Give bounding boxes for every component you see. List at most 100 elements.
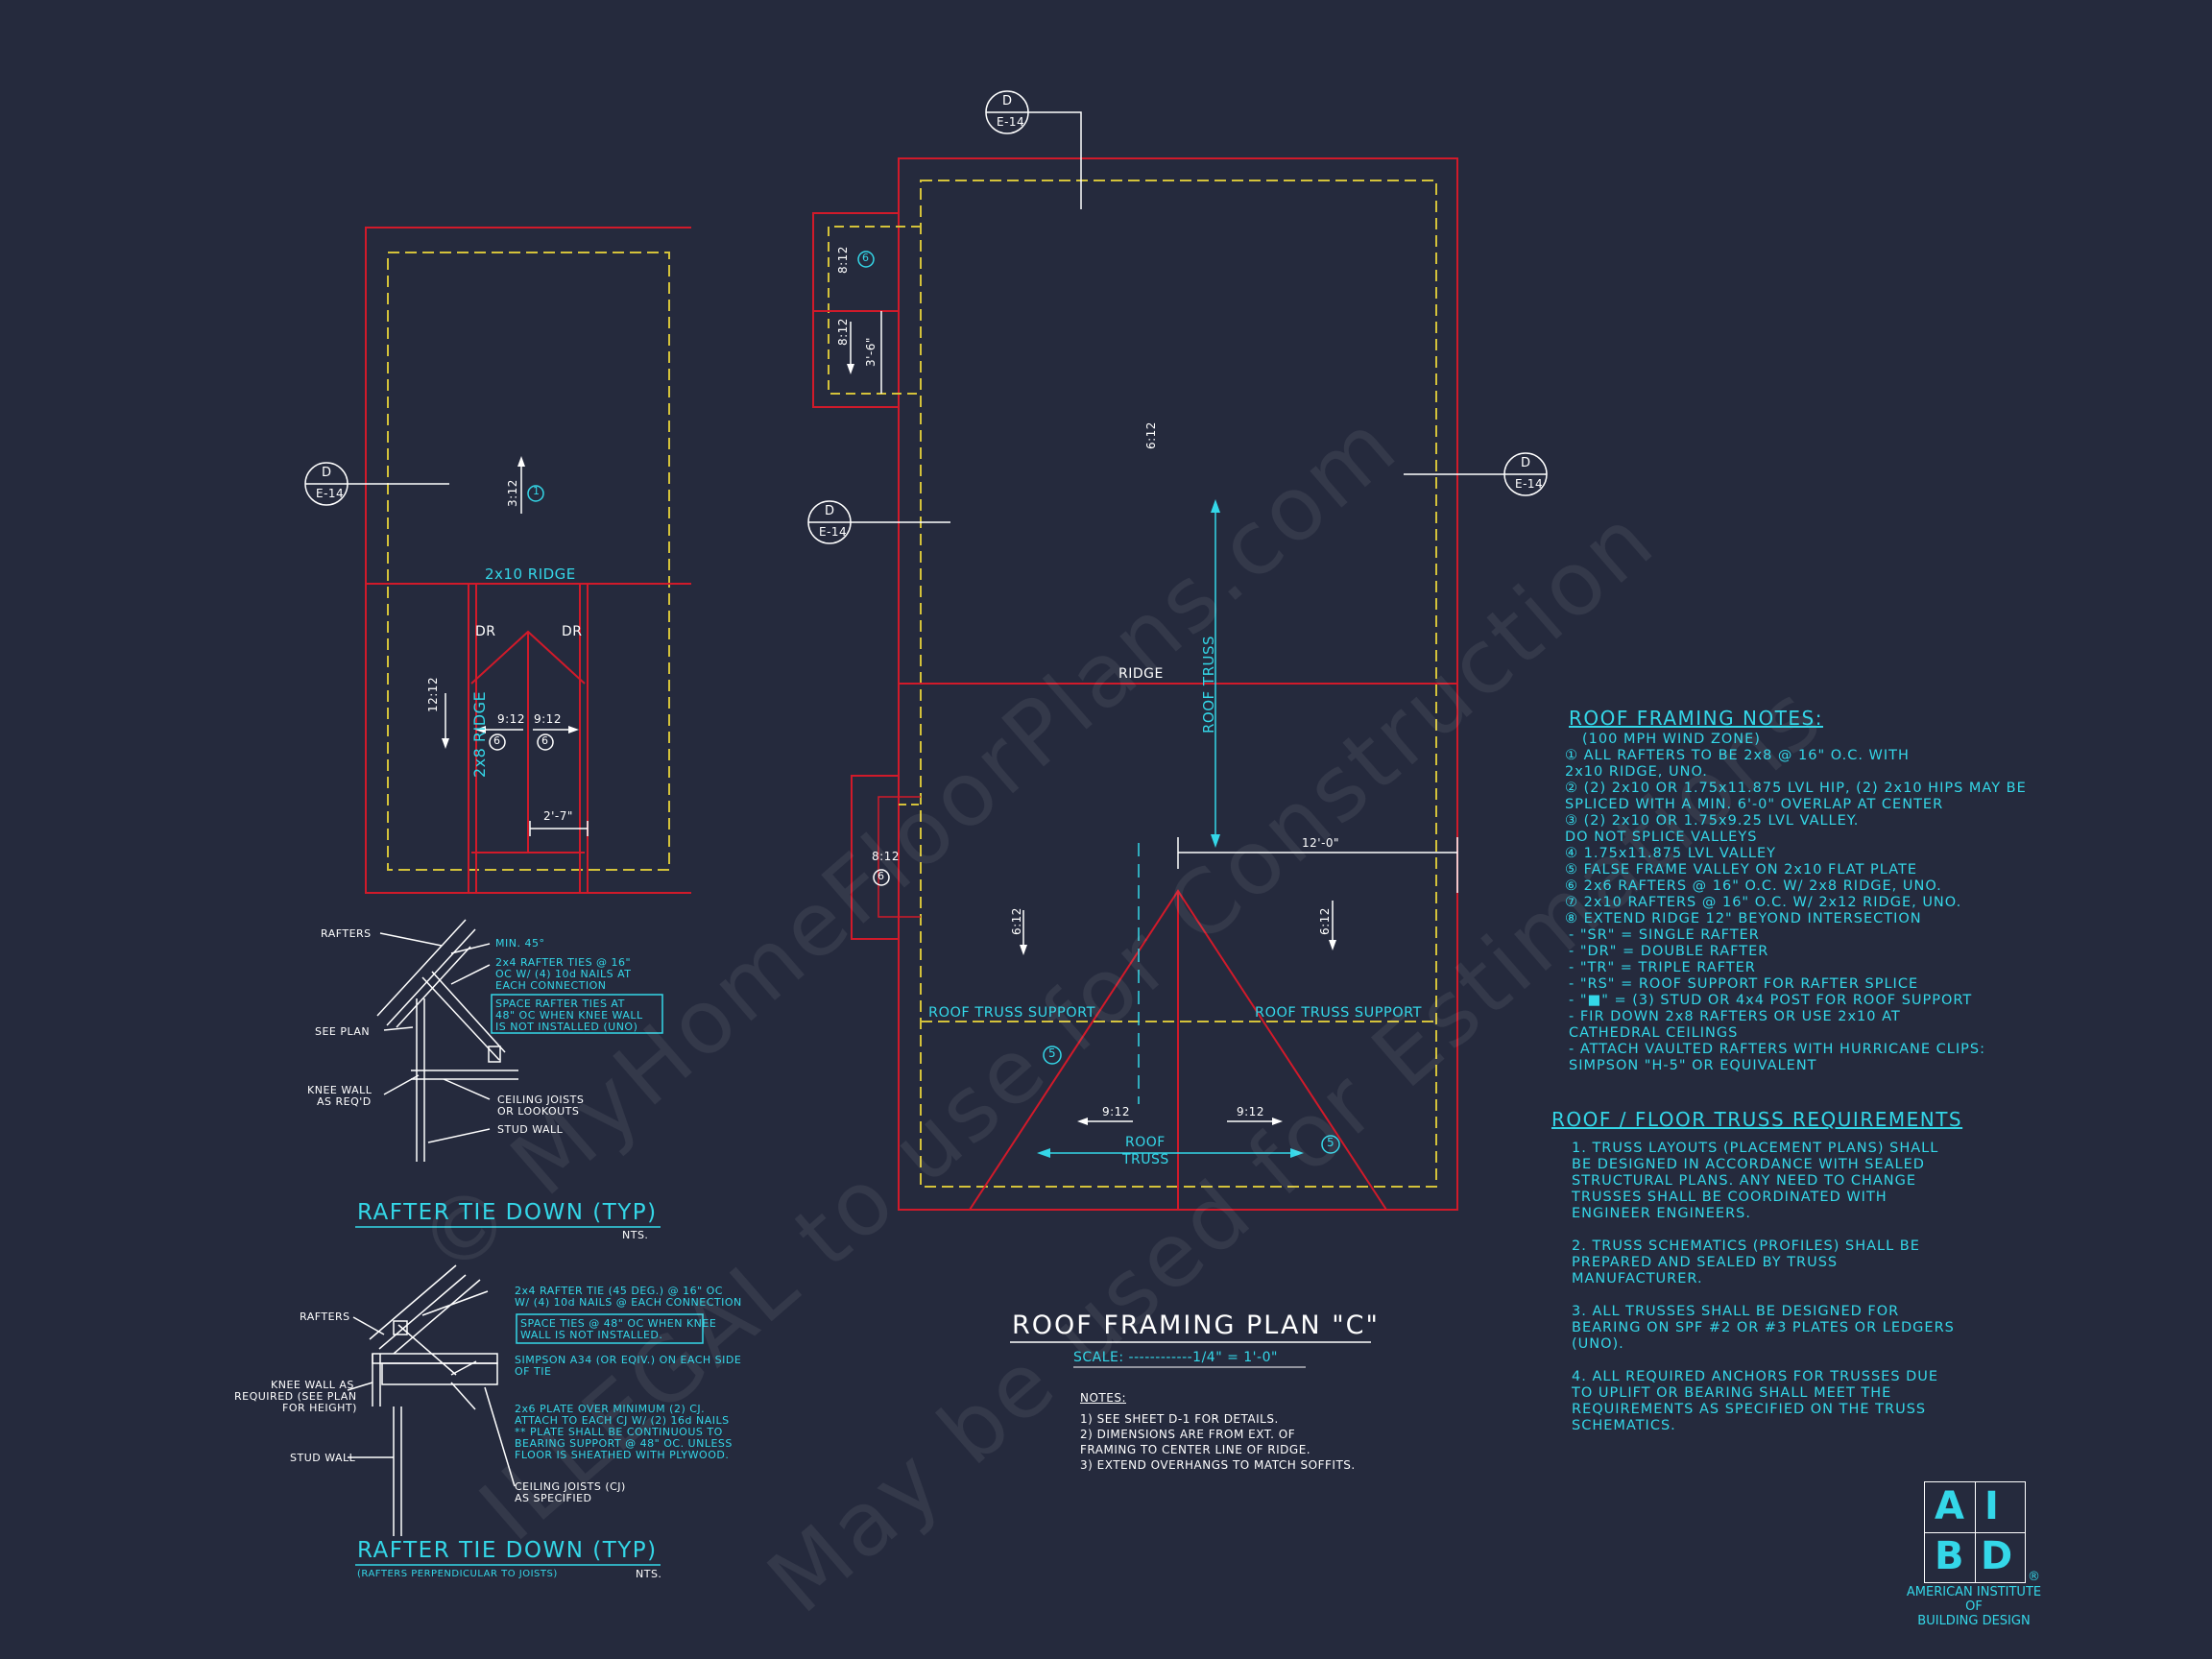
detail2-nts: NTS.	[636, 1568, 662, 1580]
detail2-simpson-2: OF TIE	[515, 1365, 552, 1378]
pitch-6-12-c: 6:12	[1318, 907, 1332, 935]
plan-note-3: FRAMING TO CENTER LINE OF RIDGE.	[1080, 1443, 1311, 1456]
roof-note-line: (100 MPH WIND ZONE)	[1582, 732, 1761, 747]
roof-note-line: SIMPSON "H-5" OR EQUIVALENT	[1569, 1058, 1817, 1073]
main-roof-plan	[807, 90, 1548, 1343]
section-tag-mid-top: D	[825, 504, 835, 518]
truss-note-line: REQUIREMENTS AS SPECIFIED ON THE TRUSS	[1572, 1402, 1927, 1417]
detail2-box-2: WALL IS NOT INSTALLED.	[520, 1329, 663, 1341]
section-tag-top-leader	[1028, 111, 1082, 209]
roof-note-line: 2x10 RIDGE, UNO.	[1565, 764, 1708, 780]
detail2-tie-2: W/ (4) 10d NAILS @ EACH CONNECTION	[515, 1296, 742, 1309]
truss-note-line: MANUFACTURER.	[1572, 1271, 1703, 1286]
logo-name-3: BUILDING DESIGN	[1917, 1614, 2031, 1628]
pitch-8-12-c: 8:12	[872, 850, 900, 863]
detail2-leader-cj	[484, 1386, 516, 1487]
left-roof-plan	[304, 227, 691, 894]
roof-note-line: - "DR" = DOUBLE RAFTER	[1569, 944, 1769, 959]
truss-note-line: 1. TRUSS LAYOUTS (PLACEMENT PLANS) SHALL	[1572, 1141, 1939, 1156]
roof-truss-vertical-label: ROOF TRUSS	[1200, 635, 1217, 733]
logo-letter-d: D	[1981, 1534, 2013, 1578]
detail1-leader-knee	[383, 1074, 420, 1095]
detail2-cj-1: CEILING JOISTS (CJ)	[515, 1480, 626, 1493]
roof-truss-arrowhead-up	[1211, 499, 1220, 513]
detail1-leader-stud	[427, 1128, 491, 1143]
section-tag-right-top: D	[1521, 456, 1531, 470]
circle-6b	[873, 869, 890, 886]
detail1-box	[491, 994, 663, 1034]
detail1-leader-see-plan	[383, 1026, 414, 1031]
truss-note-line: ENGINEER ENGINEERS.	[1572, 1206, 1751, 1221]
detail1-stud: STUD WALL	[497, 1123, 564, 1136]
detail1-ties-2: OC W/ (4) 10d NAILS AT	[495, 968, 632, 980]
detail1-rafter-3	[396, 946, 471, 1028]
roof-notes-title: ROOF FRAMING NOTES:	[1569, 707, 1823, 730]
left-arrowhead-3-12	[517, 456, 525, 467]
roof-note-line: - "■" = (3) STUD OR 4x4 POST FOR ROOF SU…	[1569, 993, 1973, 1008]
plan-notes-heading: NOTES:	[1080, 1391, 1126, 1405]
detail1-box-2: 48" OC WHEN KNEE WALL	[495, 1009, 643, 1022]
detail2-rafter-2	[378, 1274, 467, 1350]
roof-note-line: ③ (2) 2x10 OR 1.75x9.25 LVL VALLEY.	[1565, 813, 1860, 829]
left-pitch-3-12: 3:12	[506, 479, 519, 507]
detail1-connector	[488, 1046, 501, 1063]
detail1-rafter-1	[376, 919, 467, 1017]
detail2-leader-tie	[421, 1290, 489, 1316]
pitch-9-12-b: 9:12	[1237, 1105, 1264, 1118]
truss-note-line: TO UPLIFT OR BEARING SHALL MEET THE	[1572, 1385, 1892, 1401]
left-circle-1-label: 1	[533, 485, 541, 497]
left-circle-6b-label: 6	[541, 734, 549, 747]
dim-12-label: 12'-0"	[1302, 836, 1340, 850]
detail1-see-plan: SEE PLAN	[315, 1025, 371, 1038]
left-arrowhead-12-12	[442, 738, 449, 749]
roof-truss-arrowhead-left	[1037, 1148, 1050, 1158]
left-pitch-12-12: 12:12	[426, 676, 440, 712]
section-tag-top-top: D	[1002, 94, 1013, 108]
detail1-ties-1: 2x4 RAFTER TIES @ 16"	[495, 956, 632, 969]
bay-side-outline	[851, 775, 899, 940]
pitch-6-12-b: 6:12	[1010, 907, 1023, 935]
detail2-rafter-3	[393, 1279, 481, 1355]
section-tag-left-top: D	[322, 466, 332, 480]
detail2-leader-plate	[450, 1382, 476, 1410]
detail2-rafter-1	[369, 1264, 457, 1340]
pitch-6-12-a: 6:12	[1144, 421, 1158, 449]
left-pitch-9-12-a: 9:12	[497, 712, 525, 726]
truss-note-line: TRUSSES SHALL BE COORDINATED WITH	[1572, 1190, 1887, 1205]
circle-5a	[1043, 1046, 1062, 1065]
detail2-joists	[381, 1362, 498, 1385]
truss-note-line: BEARING ON SPF #2 OR #3 PLATES OR LEDGER…	[1572, 1320, 1955, 1335]
detail2-plate-1: 2x6 PLATE OVER MINIMUM (2) CJ.	[515, 1403, 706, 1415]
circle-6a	[857, 251, 875, 268]
detail2-rafters: RAFTERS	[300, 1310, 350, 1323]
roof-truss-bottom-1: ROOF	[1125, 1135, 1166, 1150]
detail1-tie-b	[431, 971, 506, 1053]
roof-truss-arrowhead-right	[1290, 1148, 1304, 1158]
section-tag-mid-bottom: E-14	[819, 525, 848, 539]
pitch-8-12-b: 8:12	[836, 318, 850, 346]
detail-1-drawing	[355, 919, 663, 1228]
left-arrowhead-9-12-b	[568, 726, 579, 733]
plan-scale: SCALE: ------------1/4" = 1'-0"	[1073, 1350, 1278, 1365]
pitch-arrowhead-9-12-a	[1077, 1118, 1088, 1125]
section-tag-left-bottom: E-14	[316, 487, 345, 500]
roof-note-line: ⑦ 2x10 RAFTERS @ 16" O.C. W/ 2x12 RIDGE,…	[1565, 895, 1962, 910]
roof-note-line: DO NOT SPLICE VALLEYS	[1565, 830, 1758, 845]
plan-note-2: 2) DIMENSIONS ARE FROM EXT. OF	[1080, 1428, 1296, 1441]
left-circle-6a	[489, 733, 506, 751]
pitch-arrowhead-6-12-a	[1020, 945, 1027, 955]
detail2-plate	[372, 1353, 498, 1364]
detail2-stud: STUD WALL	[290, 1452, 356, 1464]
detail2-leader-rafters	[352, 1316, 385, 1335]
left-circle-6b	[537, 733, 554, 751]
detail1-leader-ceiling	[443, 1078, 491, 1100]
detail2-box	[516, 1313, 704, 1344]
roof-note-line: ⑧ EXTEND RIDGE 12" BEYOND INTERSECTION	[1565, 911, 1922, 926]
pitch-arrowhead-9-12-b	[1272, 1118, 1283, 1125]
detail1-box-1: SPACE RAFTER TIES AT	[495, 998, 625, 1010]
detail1-leader-min45	[450, 943, 491, 954]
pitch-8-12-a: 8:12	[836, 246, 850, 274]
roof-truss-support-right: ROOF TRUSS SUPPORT	[1255, 1005, 1423, 1021]
logo-letter-i: I	[1984, 1484, 1999, 1528]
